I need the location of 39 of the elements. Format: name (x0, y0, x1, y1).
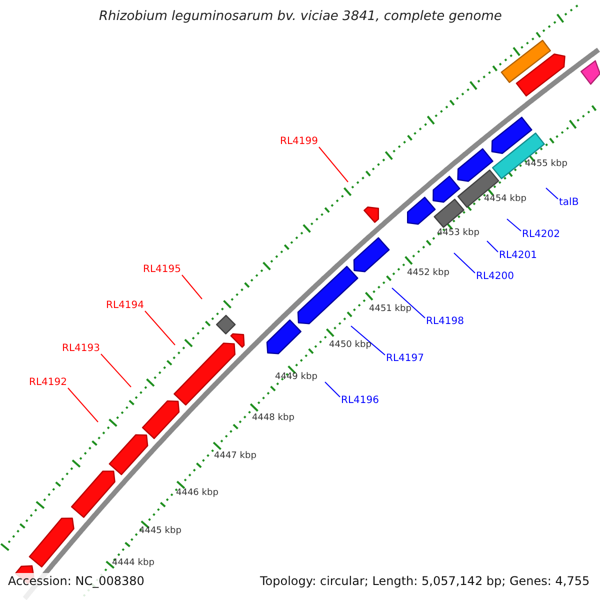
diagram-title: Rhizobium leguminosarum bv. viciae 3841, complete genome (99, 10, 502, 23)
leader-line (318, 146, 348, 182)
leader-line (506, 218, 522, 232)
gene-label: RL4201 (499, 251, 537, 261)
accession-label: Accession: NC_008380 (8, 575, 144, 587)
leader-line (454, 252, 476, 274)
scale-label: 4448 kbp (252, 414, 294, 423)
gene-label: RL4193 (62, 344, 100, 354)
scale-label: 4445 kbp (139, 527, 182, 536)
gene-label: RL4194 (106, 301, 144, 311)
gene-label: RL4196 (341, 396, 379, 406)
scale-label: 4449 kbp (275, 373, 318, 382)
leader-line (546, 188, 558, 200)
gene-label: RL4199 (280, 137, 318, 147)
gene-label: RL4200 (476, 272, 514, 282)
leader-line (144, 310, 176, 346)
gene-label: RL4198 (426, 317, 464, 327)
scale-label: 4455 kbp (525, 160, 568, 169)
scale-label: 4454 kbp (484, 195, 526, 204)
scale-label: 4444 kbp (112, 559, 154, 568)
leader-line (350, 326, 386, 356)
leader-line (324, 382, 340, 398)
gene-label: RL4195 (143, 265, 181, 275)
scale-label: 4452 kbp (407, 269, 450, 278)
gene-label: RL4202 (522, 230, 560, 240)
leader-line (486, 240, 498, 252)
leader-line (67, 388, 98, 422)
scale-label: 4446 kbp (176, 489, 218, 498)
gene-label: talB (559, 198, 579, 208)
scale-label: 4447 kbp (214, 452, 256, 461)
leader-line (100, 354, 132, 388)
scale-label: 4450 kbp (329, 341, 372, 350)
gene-label: RL4197 (386, 354, 424, 364)
scale-label: 4451 kbp (369, 305, 412, 314)
gene-label: RL4192 (29, 378, 67, 388)
leader-line (181, 274, 202, 300)
scale-label: 4453 kbp (437, 229, 480, 238)
genome-summary: Topology: circular; Length: 5,057,142 bp; Genes: 4,755 (260, 575, 590, 587)
leader-line (392, 288, 426, 318)
